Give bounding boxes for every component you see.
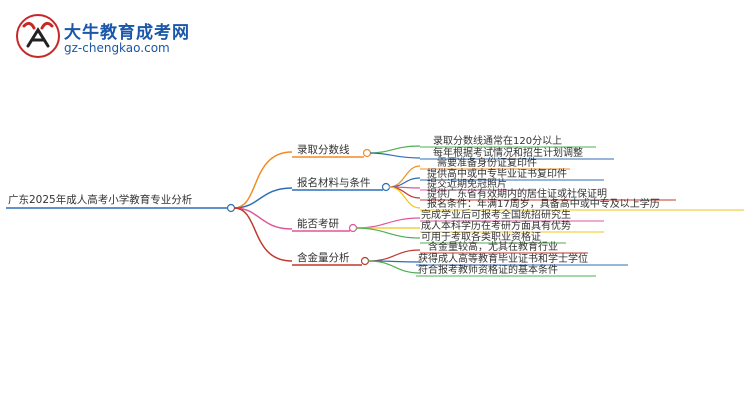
- leaf: 完成学业后可报考全国统招研究生: [421, 208, 571, 221]
- branch-value-analysis: 含金量分析 含金量较高，尤其在教育行业 获得成人高等教育毕业证书和学士学位 符合…: [292, 240, 628, 277]
- root-connector: [226, 203, 236, 213]
- logo-title: 大牛教育成考网: [64, 23, 190, 43]
- branch-connector: [381, 182, 391, 192]
- edge-root-b4: [233, 207, 293, 262]
- branch-postgraduate: 能否考研 完成学业后可报考全国统招研究生 成人本科学历在考研方面具有优势 可用于…: [292, 208, 604, 244]
- edge-root-b2: [233, 187, 293, 209]
- leaf: 提交近期免冠照片: [427, 177, 507, 190]
- edge-root-b1: [233, 151, 293, 209]
- leaf: 成人本科学历在考研方面具有优势: [421, 219, 571, 232]
- leaf: 提供高中或中专毕业证书复印件: [427, 167, 567, 180]
- site-logo[interactable]: 大牛教育成考网 gz-chengkao.com: [14, 12, 234, 60]
- branch-connector: [360, 256, 370, 266]
- branch-label: 报名材料与条件: [297, 176, 371, 189]
- branch-connector: [348, 223, 358, 233]
- leaf: 获得成人高等教育毕业证书和学士学位: [418, 252, 588, 265]
- leaf: 提供广东省有效期内的居住证或社保证明: [427, 187, 607, 200]
- leaf: 需要准备身份证复印件: [437, 156, 537, 169]
- leaf: 符合报考教师资格证的基本条件: [418, 263, 558, 276]
- leaf: 每年根据考试情况和招生计划调整: [433, 146, 583, 159]
- leaf: 可用于考取各类职业资格证: [421, 230, 541, 243]
- leaf: 报名条件：年满17周岁，具备高中或中专及以上学历: [427, 197, 660, 210]
- leaf: 含金量较高，尤其在教育行业: [428, 240, 558, 253]
- root-node: 广东2025年成人高考小学教育专业分析: [6, 193, 236, 213]
- branch-admission-score: 录取分数线 录取分数线通常在120分以上 每年根据考试情况和招生计划调整: [292, 134, 614, 160]
- leaf: 录取分数线通常在120分以上: [433, 134, 562, 147]
- branch-connector: [362, 148, 372, 158]
- branch-label: 录取分数线: [297, 143, 350, 156]
- branch-materials-conditions: 报名材料与条件 需要准备身份证复印件 提供高中或中专毕业证书复印件 提交近期免冠…: [292, 156, 744, 211]
- root-label: 广东2025年成人高考小学教育专业分析: [8, 193, 193, 206]
- branch-label: 含金量分析: [297, 251, 350, 264]
- bull-logo-icon: [16, 14, 60, 58]
- branch-label: 能否考研: [297, 217, 339, 230]
- logo-url: gz-chengkao.com: [64, 41, 170, 55]
